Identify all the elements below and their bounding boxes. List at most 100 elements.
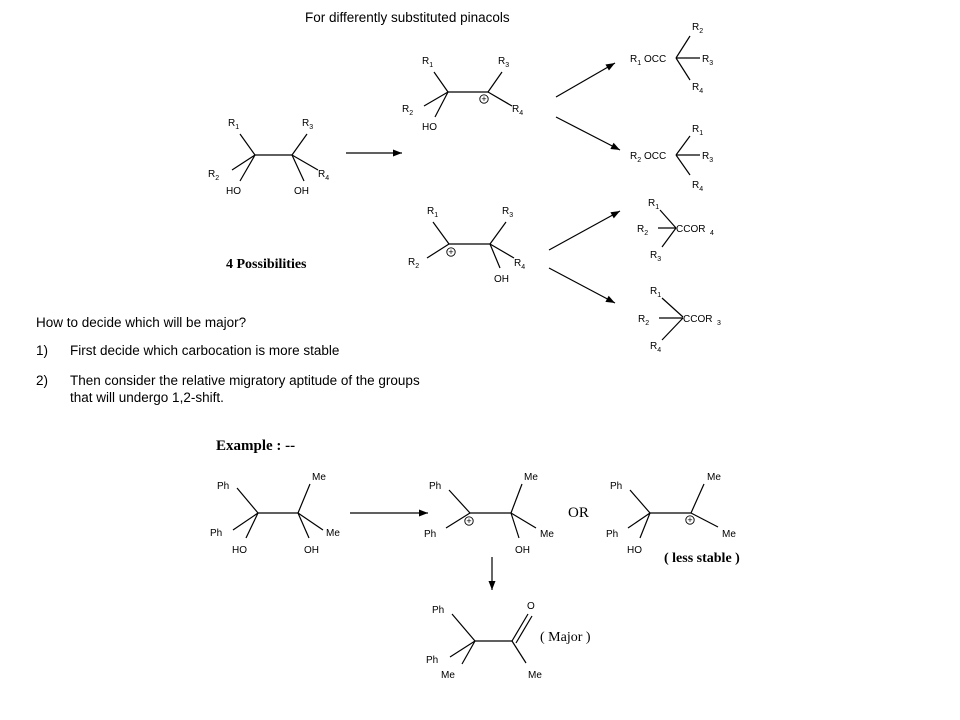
- arrow-head: [419, 509, 428, 517]
- possibilities-label: 4 Possibilities: [226, 257, 307, 272]
- bond: [510, 512, 537, 529]
- atom-label: OCC: [644, 54, 666, 65]
- r-group-label: R3: [302, 118, 313, 131]
- r-group-label: R4: [692, 82, 703, 95]
- bond: [661, 297, 684, 318]
- bond: [239, 133, 256, 156]
- atom-label: Me: [540, 529, 554, 540]
- atom-label: Ph: [432, 605, 444, 616]
- r-group-label: R1: [427, 206, 438, 219]
- r-group-label: R4: [318, 169, 329, 182]
- question-text: How to decide which will be major?: [36, 315, 247, 330]
- bond: [489, 243, 501, 269]
- example-label: Example : --: [216, 438, 296, 454]
- atom-label: HO: [226, 186, 241, 197]
- bond: [245, 512, 259, 539]
- bond: [555, 116, 621, 151]
- r-group-label: R2: [402, 104, 413, 117]
- atom-label: HO: [232, 545, 247, 556]
- carbocation-charge: [464, 516, 474, 526]
- bond: [461, 640, 476, 665]
- bond: [426, 243, 450, 259]
- bond: [675, 135, 691, 156]
- atom-label: HO: [422, 122, 437, 133]
- r-group-label: R2: [208, 169, 219, 182]
- bond: [239, 154, 256, 182]
- bond: [291, 154, 305, 182]
- plus-sign: +: [466, 516, 471, 526]
- bond: [297, 512, 324, 531]
- major-label: ( Major ): [540, 630, 591, 645]
- bond: [231, 154, 256, 171]
- plus-sign: +: [687, 515, 692, 525]
- bond: [297, 483, 311, 514]
- r-group-label: R4: [514, 258, 525, 271]
- bond: [489, 221, 507, 245]
- bond: [639, 512, 651, 539]
- bond: [511, 613, 529, 642]
- bond: [548, 267, 616, 304]
- atom-label: CCOR: [676, 224, 705, 235]
- atom-label: CCOR: [683, 314, 712, 325]
- less-stable-label: ( less stable ): [664, 551, 740, 566]
- atom-label: Me: [441, 670, 455, 681]
- r-group-label: R4: [512, 104, 523, 117]
- bond: [448, 489, 471, 514]
- r-group-label: R1: [648, 198, 659, 211]
- atom-label: HO: [627, 545, 642, 556]
- r-group-label: R2: [630, 151, 641, 164]
- r-group-label: R1: [422, 56, 433, 69]
- atom-label: Ph: [210, 528, 222, 539]
- bond: [487, 91, 513, 107]
- bond: [232, 512, 259, 531]
- plus-sign: +: [448, 247, 453, 257]
- r-group-label: R1: [228, 118, 239, 131]
- bond: [675, 154, 691, 176]
- carbocation-charge: [446, 247, 456, 257]
- bond: [661, 317, 684, 341]
- r-group-label: R1: [692, 124, 703, 137]
- bond: [627, 512, 651, 529]
- step-2-text: Then consider the relative migratory apt…: [70, 373, 420, 388]
- atom-label: OH: [494, 274, 509, 285]
- atom-label: Me: [312, 472, 326, 483]
- r-group-label: R3: [650, 250, 661, 263]
- atom-label: Ph: [429, 481, 441, 492]
- bond: [432, 221, 450, 245]
- bond: [487, 71, 503, 93]
- atom-label: Me: [722, 529, 736, 540]
- bond: [629, 489, 651, 514]
- atom-label: O: [527, 601, 535, 612]
- arrow-head: [610, 142, 620, 150]
- r-group-label: R3: [502, 206, 513, 219]
- arrow-head: [610, 211, 620, 219]
- carbocation-charge: [685, 515, 695, 525]
- atom-label: OH: [294, 186, 309, 197]
- atom-label: Me: [326, 528, 340, 539]
- arrow-head: [488, 581, 496, 590]
- bond: [548, 210, 621, 251]
- atom-label: Ph: [426, 655, 438, 666]
- arrow-head: [393, 149, 402, 157]
- arrow-head: [605, 295, 615, 303]
- bond: [297, 512, 310, 539]
- r-group-label: R1: [650, 286, 661, 299]
- bond: [675, 57, 691, 81]
- slide-heading: For differently substituted pinacols: [305, 10, 510, 25]
- r-group-label: R2: [638, 314, 649, 327]
- bond: [423, 91, 449, 107]
- atom-label: Me: [707, 472, 721, 483]
- atom-label: OCC: [644, 151, 666, 162]
- step-1-number: 1): [36, 343, 49, 358]
- r-group-label: R4: [650, 341, 661, 354]
- subscript: 4: [710, 230, 714, 237]
- subscript: 3: [717, 320, 721, 327]
- r-group-label: R2: [692, 22, 703, 35]
- bond: [445, 512, 471, 529]
- atom-label: Me: [528, 670, 542, 681]
- bond: [434, 91, 449, 118]
- bond: [449, 640, 476, 658]
- atom-label: OH: [304, 545, 319, 556]
